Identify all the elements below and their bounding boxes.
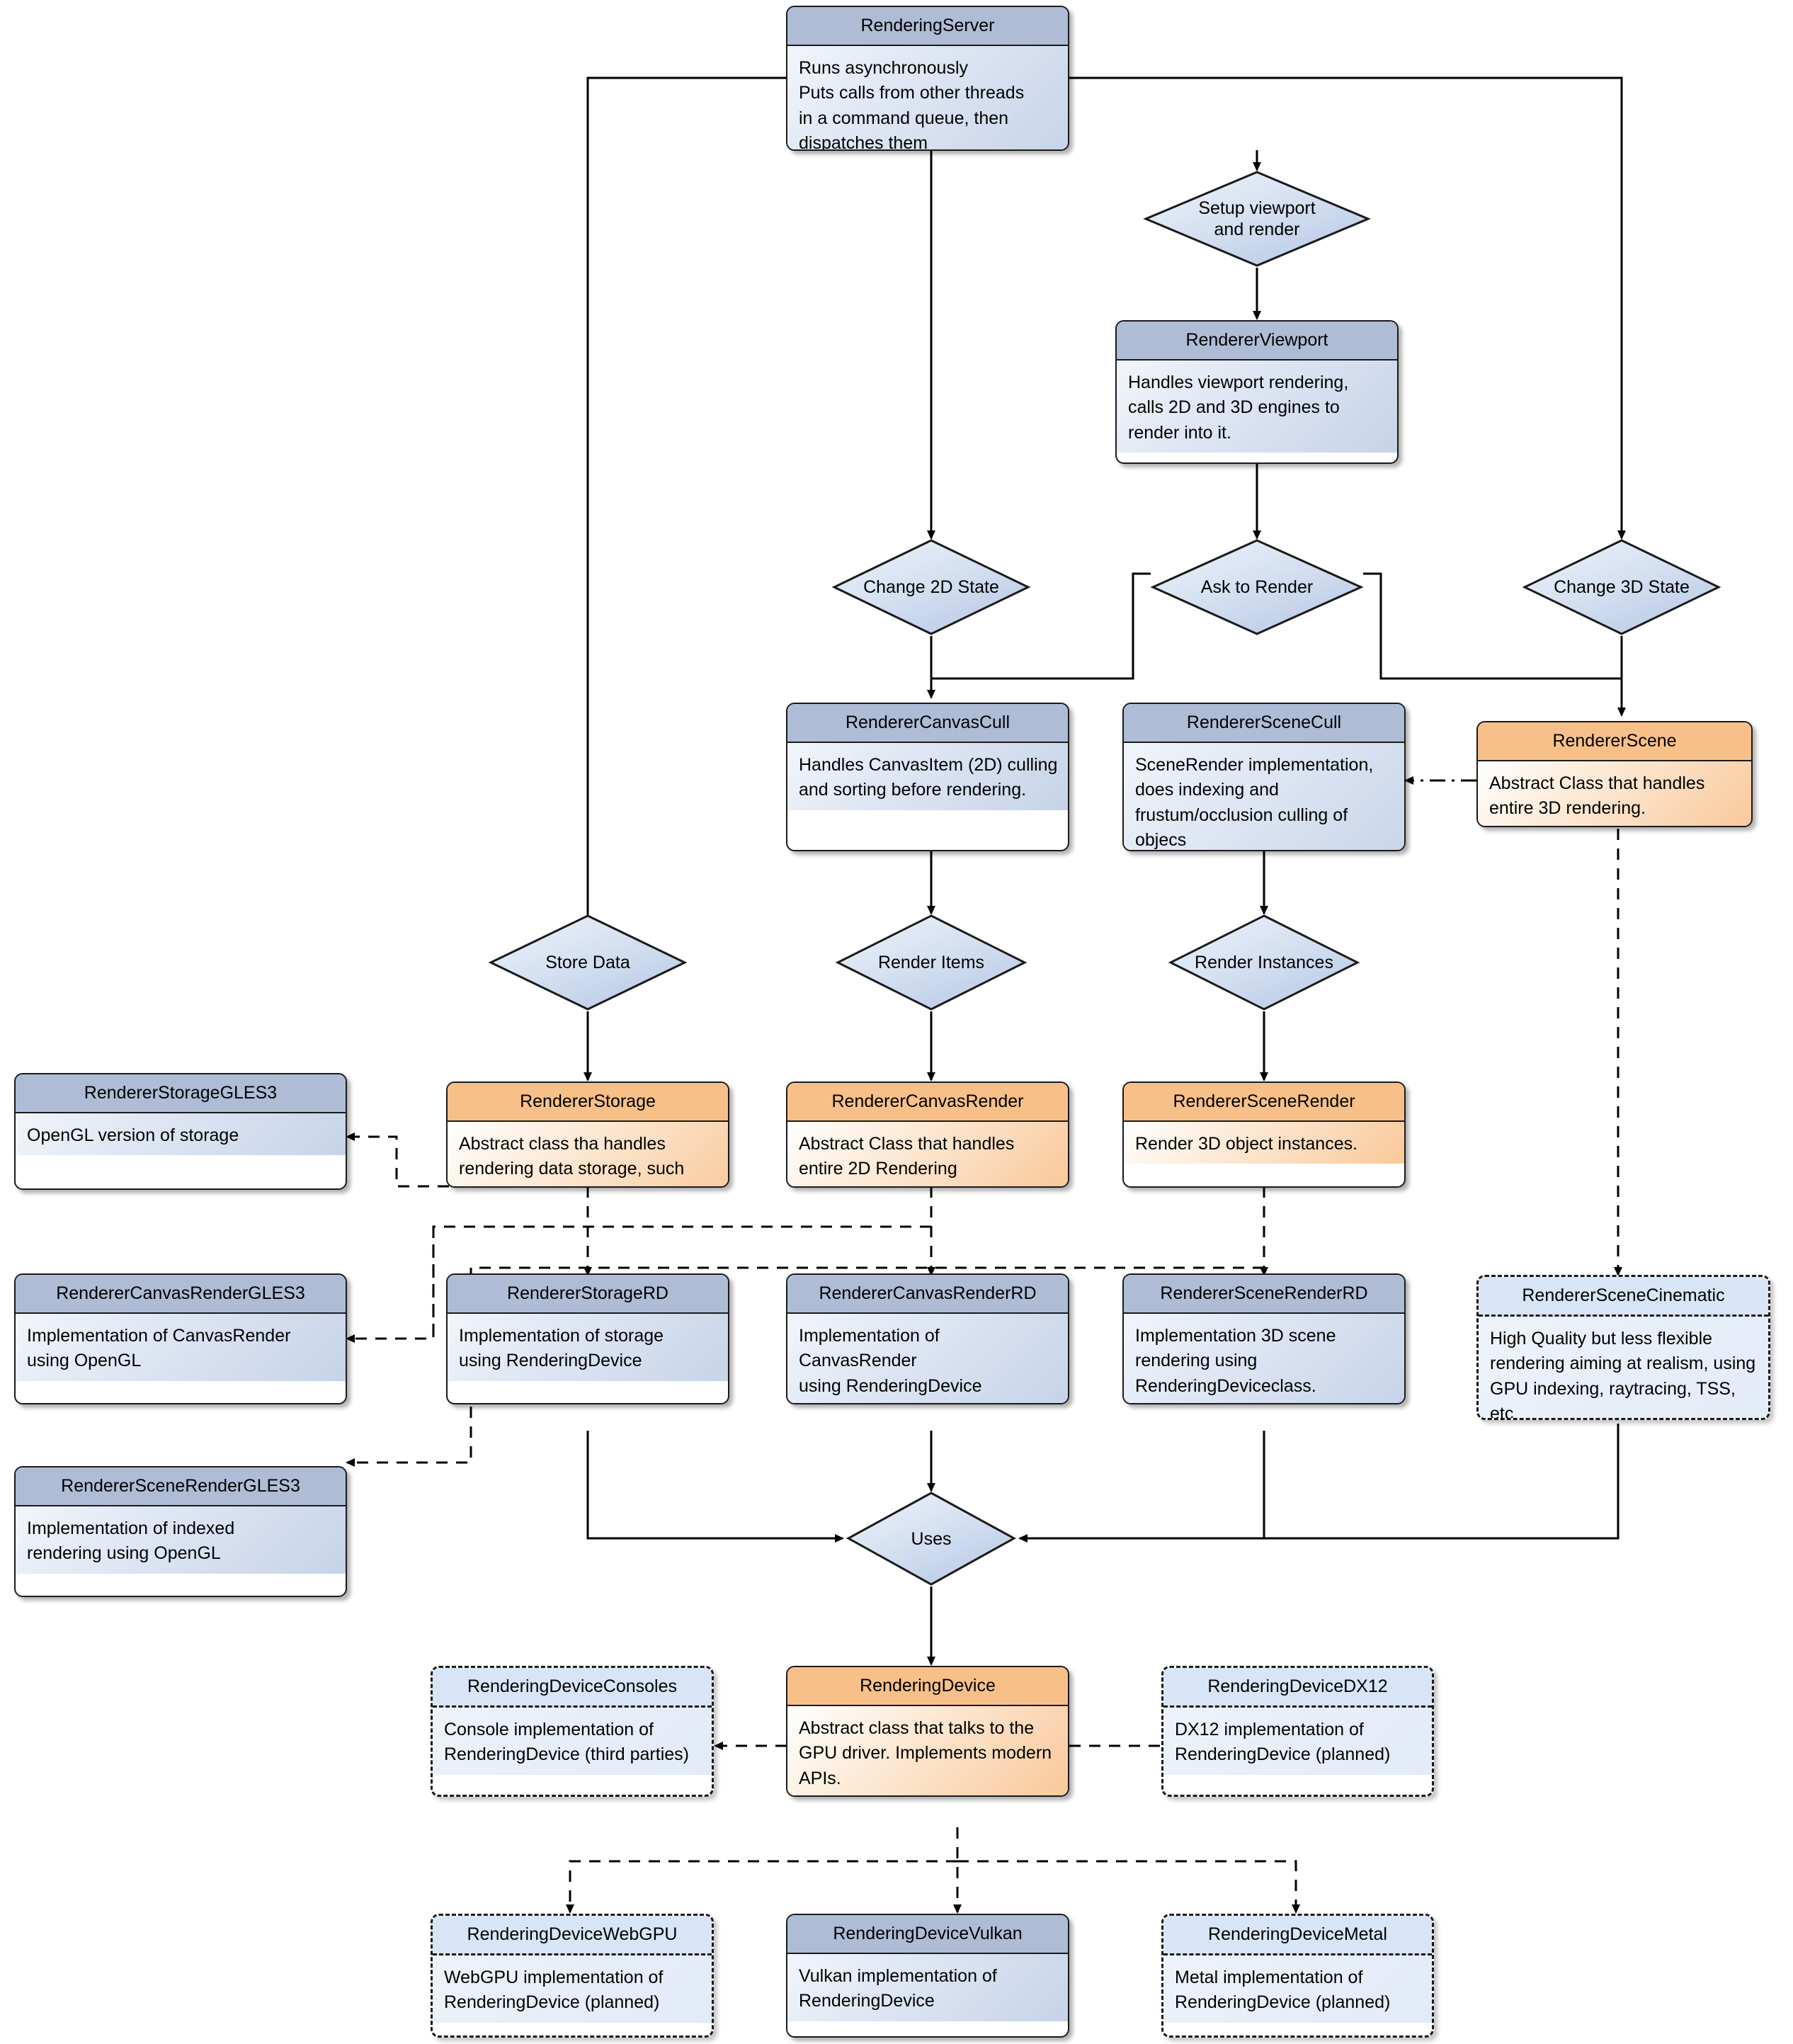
node-title: RenderingDeviceDX12 [1163, 1668, 1432, 1708]
node-rendering-device-consoles[interactable]: RenderingDeviceConsoles Console implemen… [431, 1666, 714, 1797]
node-renderer-canvas-render-gles3[interactable]: RendererCanvasRenderGLES3 Implementation… [14, 1273, 347, 1404]
node-renderer-canvas-render[interactable]: RendererCanvasRender Abstract Class that… [786, 1081, 1069, 1188]
node-rendering-device-vulkan[interactable]: RenderingDeviceVulkan Vulkan implementat… [786, 1914, 1069, 2038]
node-title: RendererSceneCull [1124, 704, 1404, 743]
node-title: RendererCanvasRenderRD [787, 1275, 1068, 1314]
node-renderer-scene-render-gles3[interactable]: RendererSceneRenderGLES3 Implementation … [14, 1466, 347, 1597]
node-body: Console implementation of RenderingDevic… [433, 1707, 712, 1775]
node-body: Implementation of CanvasRender using Ren… [787, 1313, 1068, 1403]
node-body: SceneRender implementation, does indexin… [1124, 742, 1404, 850]
node-renderer-storage[interactable]: RendererStorage Abstract class tha handl… [446, 1081, 729, 1188]
node-renderer-viewport[interactable]: RendererViewport Handles viewport render… [1115, 320, 1399, 464]
decision-change-2d-state[interactable]: Change 2D State [831, 538, 1031, 636]
node-title: RendererSceneRender [1124, 1083, 1404, 1122]
node-body: Implementation of indexed rendering usin… [16, 1506, 346, 1574]
node-body: DX12 implementation of RenderingDevice (… [1163, 1707, 1432, 1775]
node-title: RendererCanvasRenderGLES3 [16, 1275, 346, 1314]
node-body: Abstract Class that handles entire 2D Re… [787, 1121, 1068, 1186]
node-renderer-scene-cinematic[interactable]: RendererSceneCinematic High Quality but … [1476, 1275, 1770, 1420]
node-body: Vulkan implementation of RenderingDevice [787, 1953, 1068, 2021]
node-body: Implementation of CanvasRender using Ope… [16, 1313, 346, 1381]
node-title: RendererCanvasCull [787, 704, 1068, 743]
decision-ask-to-render[interactable]: Ask to Render [1150, 538, 1364, 636]
node-renderer-scene[interactable]: RendererScene Abstract Class that handle… [1476, 721, 1753, 827]
decision-setup-viewport-and-render[interactable]: Setup viewport and render [1143, 170, 1371, 268]
node-title: RendererSceneCinematic [1479, 1277, 1768, 1317]
node-rendering-device-dx12[interactable]: RenderingDeviceDX12 DX12 implementation … [1161, 1666, 1434, 1797]
node-body: OpenGL version of storage [16, 1113, 346, 1156]
decision-store-data[interactable]: Store Data [488, 914, 688, 1011]
node-body: Abstract class tha handles rendering dat… [448, 1121, 728, 1186]
node-title: RendererStorage [448, 1083, 728, 1122]
node-body: Implementation of storage using Renderin… [448, 1313, 728, 1381]
node-rendering-device-webgpu[interactable]: RenderingDeviceWebGPU WebGPU implementat… [431, 1914, 714, 2038]
node-title: RendererSceneRenderGLES3 [16, 1467, 346, 1506]
node-title: RenderingServer [787, 7, 1068, 46]
node-body: Abstract Class that handles entire 3D re… [1478, 761, 1751, 826]
node-body: WebGPU implementation of RenderingDevice… [433, 1955, 712, 2023]
node-renderer-scene-cull[interactable]: RendererSceneCull SceneRender implementa… [1122, 703, 1406, 851]
node-renderer-storage-gles3[interactable]: RendererStorageGLES3 OpenGL version of s… [14, 1073, 347, 1190]
decision-render-items[interactable]: Render Items [835, 914, 1028, 1011]
node-body: Implementation 3D scene rendering using … [1124, 1313, 1404, 1403]
decision-uses[interactable]: Uses [846, 1491, 1017, 1586]
node-body: Metal implementation of RenderingDevice … [1163, 1955, 1432, 2023]
decision-change-3d-state[interactable]: Change 3D State [1522, 538, 1721, 636]
node-title: RenderingDeviceWebGPU [433, 1916, 712, 1955]
node-title: RenderingDeviceConsoles [433, 1668, 712, 1708]
node-title: RenderingDevice [787, 1667, 1068, 1706]
node-rendering-device[interactable]: RenderingDevice Abstract class that talk… [786, 1666, 1069, 1797]
node-body: Runs asynchronously Puts calls from othe… [787, 45, 1068, 149]
node-body: Abstract class that talks to the GPU dri… [787, 1705, 1068, 1795]
node-renderer-canvas-cull[interactable]: RendererCanvasCull Handles CanvasItem (2… [786, 703, 1069, 851]
node-title: RendererStorageGLES3 [16, 1074, 346, 1113]
node-body: Handles CanvasItem (2D) culling and sort… [787, 742, 1068, 810]
node-title: RendererStorageRD [448, 1275, 728, 1314]
node-title: RenderingDeviceMetal [1163, 1916, 1432, 1955]
node-rendering-device-metal[interactable]: RenderingDeviceMetal Metal implementatio… [1161, 1914, 1434, 2038]
node-rendering-server[interactable]: RenderingServer Runs asynchronously Puts… [786, 6, 1069, 151]
node-title: RendererScene [1478, 722, 1751, 761]
node-title: RenderingDeviceVulkan [787, 1915, 1068, 1954]
node-title: RendererViewport [1117, 322, 1397, 360]
node-renderer-scene-render[interactable]: RendererSceneRender Render 3D object ins… [1122, 1081, 1406, 1188]
node-body: Render 3D object instances. [1124, 1121, 1404, 1164]
decision-render-instances[interactable]: Render Instances [1168, 914, 1360, 1011]
node-title: RendererCanvasRender [787, 1083, 1068, 1122]
node-title: RendererSceneRenderRD [1124, 1275, 1404, 1314]
node-body: Handles viewport rendering, calls 2D and… [1117, 360, 1397, 453]
node-renderer-scene-render-rd[interactable]: RendererSceneRenderRD Implementation 3D … [1122, 1273, 1406, 1404]
node-renderer-storage-rd[interactable]: RendererStorageRD Implementation of stor… [446, 1273, 729, 1404]
node-body: High Quality but less flexible rendering… [1479, 1316, 1768, 1418]
node-renderer-canvas-render-rd[interactable]: RendererCanvasRenderRD Implementation of… [786, 1273, 1069, 1404]
